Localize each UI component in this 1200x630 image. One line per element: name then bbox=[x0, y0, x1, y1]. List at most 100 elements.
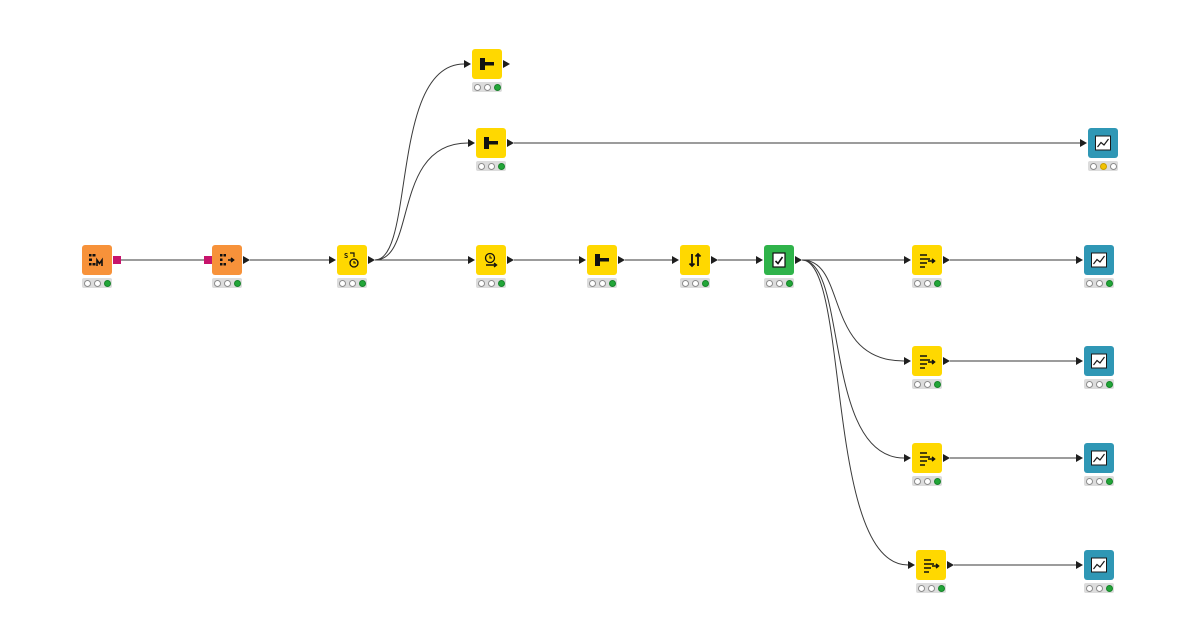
input-port[interactable] bbox=[756, 256, 763, 264]
input-port[interactable] bbox=[468, 139, 475, 147]
input-port[interactable] bbox=[1076, 561, 1083, 569]
output-port[interactable] bbox=[943, 357, 950, 365]
column-filter-icon bbox=[595, 254, 609, 266]
input-port[interactable] bbox=[672, 256, 679, 264]
node-table-creator[interactable] bbox=[82, 245, 121, 288]
node-box[interactable] bbox=[587, 245, 617, 275]
node-lag-column[interactable] bbox=[904, 245, 950, 288]
svg-text:S: S bbox=[344, 252, 348, 260]
status-indicator bbox=[1084, 379, 1114, 389]
sorter-icon bbox=[688, 252, 702, 268]
input-port[interactable] bbox=[904, 357, 911, 365]
output-port[interactable] bbox=[618, 256, 625, 264]
node-box[interactable] bbox=[1084, 443, 1114, 473]
lag-column-icon bbox=[920, 254, 936, 268]
node-box[interactable] bbox=[476, 245, 506, 275]
connection-line[interactable] bbox=[801, 259, 905, 362]
line-plot-icon bbox=[1091, 450, 1107, 466]
node-box[interactable]: S bbox=[337, 245, 367, 275]
node-box[interactable] bbox=[1084, 346, 1114, 376]
output-port[interactable] bbox=[947, 561, 954, 569]
input-port[interactable] bbox=[329, 256, 336, 264]
node-column-filter[interactable] bbox=[464, 49, 510, 92]
column-filter-icon bbox=[480, 58, 494, 70]
connection-line[interactable] bbox=[374, 142, 469, 261]
node-lag-column[interactable] bbox=[904, 346, 950, 389]
node-lag-column[interactable] bbox=[908, 550, 954, 593]
output-port[interactable] bbox=[503, 60, 510, 68]
output-port[interactable] bbox=[243, 256, 250, 264]
node-box[interactable] bbox=[680, 245, 710, 275]
input-port[interactable] bbox=[1080, 139, 1087, 147]
input-port[interactable] bbox=[579, 256, 586, 264]
string-to-datetime-icon: S bbox=[344, 252, 359, 268]
status-indicator bbox=[764, 278, 794, 288]
status-indicator bbox=[82, 278, 112, 288]
input-port[interactable] bbox=[1076, 357, 1083, 365]
lag-column-icon bbox=[920, 355, 936, 369]
status-indicator bbox=[912, 379, 942, 389]
status-indicator bbox=[476, 161, 506, 171]
connection-line[interactable] bbox=[801, 259, 909, 566]
node-box[interactable] bbox=[82, 245, 112, 275]
output-port[interactable] bbox=[943, 256, 950, 264]
input-port[interactable] bbox=[1076, 454, 1083, 462]
node-table-reader[interactable] bbox=[204, 245, 250, 288]
connection-line[interactable] bbox=[801, 259, 905, 459]
line-plot-icon bbox=[1095, 135, 1111, 151]
status-indicator bbox=[212, 278, 242, 288]
node-box[interactable] bbox=[912, 443, 942, 473]
table-creator-icon bbox=[89, 254, 103, 266]
output-port[interactable] bbox=[507, 256, 514, 264]
line-plot-icon bbox=[1091, 252, 1107, 268]
datetime-shift-icon bbox=[484, 252, 498, 268]
connection-line[interactable] bbox=[374, 63, 465, 261]
node-box[interactable] bbox=[912, 346, 942, 376]
status-indicator bbox=[680, 278, 710, 288]
node-box[interactable] bbox=[1084, 245, 1114, 275]
output-port[interactable] bbox=[711, 256, 718, 264]
node-line-plot[interactable] bbox=[1076, 550, 1114, 593]
node-box[interactable] bbox=[476, 128, 506, 158]
status-indicator bbox=[1084, 583, 1114, 593]
input-port[interactable] bbox=[468, 256, 475, 264]
node-box[interactable] bbox=[1088, 128, 1118, 158]
input-port[interactable] bbox=[1076, 256, 1083, 264]
input-port[interactable] bbox=[464, 60, 471, 68]
input-port[interactable] bbox=[204, 256, 212, 264]
node-box[interactable] bbox=[764, 245, 794, 275]
node-sorter[interactable] bbox=[672, 245, 718, 288]
status-indicator bbox=[337, 278, 367, 288]
node-column-filter[interactable] bbox=[579, 245, 625, 288]
input-port[interactable] bbox=[908, 561, 915, 569]
node-table-writer[interactable] bbox=[756, 245, 802, 288]
node-line-plot[interactable] bbox=[1076, 245, 1114, 288]
input-port[interactable] bbox=[904, 256, 911, 264]
status-indicator bbox=[912, 278, 942, 288]
status-indicator bbox=[472, 82, 502, 92]
lag-column-icon bbox=[924, 559, 940, 573]
node-box[interactable] bbox=[212, 245, 242, 275]
node-box[interactable] bbox=[472, 49, 502, 79]
node-lag-column[interactable] bbox=[904, 443, 950, 486]
output-port[interactable] bbox=[368, 256, 375, 264]
input-port[interactable] bbox=[904, 454, 911, 462]
node-box[interactable] bbox=[1084, 550, 1114, 580]
node-line-plot[interactable] bbox=[1076, 443, 1114, 486]
node-line-plot[interactable] bbox=[1076, 346, 1114, 389]
node-datetime-shift[interactable] bbox=[468, 245, 514, 288]
node-box[interactable] bbox=[912, 245, 942, 275]
node-string-to-datetime[interactable]: S bbox=[329, 245, 375, 288]
column-filter-icon bbox=[484, 137, 498, 149]
line-plot-icon bbox=[1091, 557, 1107, 573]
status-indicator bbox=[1088, 161, 1118, 171]
output-port[interactable] bbox=[113, 256, 121, 264]
node-line-plot[interactable] bbox=[1080, 128, 1118, 171]
node-box[interactable] bbox=[916, 550, 946, 580]
output-port[interactable] bbox=[943, 454, 950, 462]
output-port[interactable] bbox=[507, 139, 514, 147]
output-port[interactable] bbox=[795, 256, 802, 264]
node-column-filter[interactable] bbox=[468, 128, 514, 171]
